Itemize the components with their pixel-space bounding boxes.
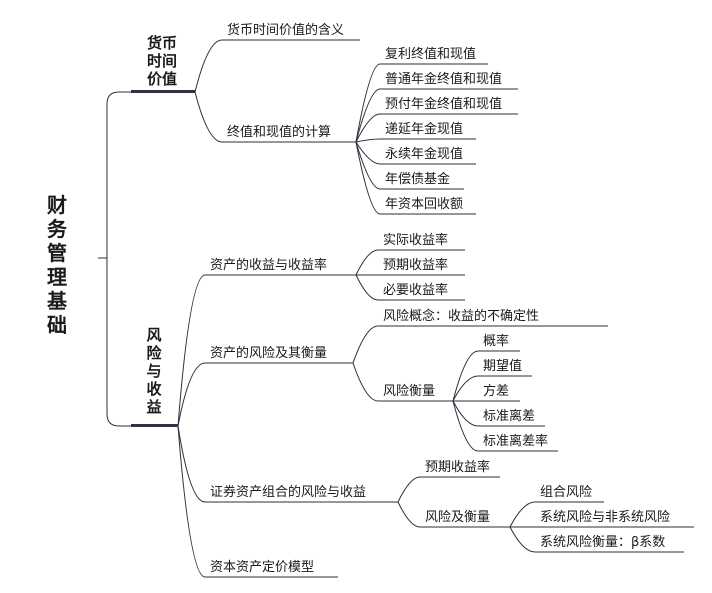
measure-item[interactable]: 概率 xyxy=(483,334,510,349)
branch-time-value[interactable]: 货币时间价值 xyxy=(143,34,181,88)
return-item[interactable]: 必要收益率 xyxy=(383,283,449,298)
branch1-topic1-line xyxy=(194,39,360,93)
measure-item[interactable]: 期望值 xyxy=(483,359,523,374)
measure-item[interactable]: 标准离差 xyxy=(483,409,536,424)
return-item-1-line xyxy=(355,249,465,276)
root-bracket-line xyxy=(106,91,131,427)
calc-item-1-line xyxy=(355,63,488,143)
portfolio-expected-line xyxy=(397,476,500,503)
branch2-topic3-line xyxy=(177,425,398,503)
calc-item[interactable]: 年资本回收额 xyxy=(385,197,464,212)
calc-item-4-line xyxy=(355,138,476,143)
branch1-underline xyxy=(131,90,195,93)
topic-asset-risk[interactable]: 资产的风险及其衡量 xyxy=(210,346,328,361)
measure-item[interactable]: 方差 xyxy=(483,384,510,399)
measure-item-4-line xyxy=(452,400,545,427)
calc-item[interactable]: 年偿债基金 xyxy=(385,172,451,187)
return-item-3-line xyxy=(355,274,465,301)
risk-concept-line xyxy=(352,325,608,364)
topic-fv-pv-calculation[interactable]: 终值和现值的计算 xyxy=(227,125,332,140)
portfolio-item-3-line xyxy=(509,526,684,553)
branch2-topic2-line xyxy=(177,362,353,427)
branch2-topic4-line xyxy=(177,425,338,578)
return-item[interactable]: 预期收益率 xyxy=(383,258,449,273)
calc-item[interactable]: 普通年金终值和现值 xyxy=(385,72,503,87)
branch2-topic1-line xyxy=(177,274,356,427)
topic-asset-returns[interactable]: 资产的收益与收益率 xyxy=(210,258,328,273)
calc-item[interactable]: 永续年金现值 xyxy=(385,147,464,162)
measure-item-2-line xyxy=(452,375,532,402)
measure-item-5-line xyxy=(452,400,558,452)
measure-item-1-line xyxy=(452,350,520,402)
topic-time-value-meaning[interactable]: 货币时间价值的含义 xyxy=(227,23,345,38)
branch-risk-return-label: 风险与收益 xyxy=(146,326,162,416)
topic-capm[interactable]: 资本资产定价模型 xyxy=(210,560,315,575)
branch-risk-return[interactable]: 风险与收益 xyxy=(144,326,164,416)
calc-item-7-line xyxy=(355,141,476,215)
measure-item[interactable]: 标准离差率 xyxy=(483,434,549,449)
return-item[interactable]: 实际收益率 xyxy=(383,233,449,248)
portfolio-expected-return[interactable]: 预期收益率 xyxy=(425,460,491,475)
portfolio-item[interactable]: 系统风险衡量：β系数 xyxy=(540,535,666,550)
calc-item-3-line xyxy=(355,113,518,143)
calc-item-5-line xyxy=(355,141,476,165)
root-topic-label: 财务管理基础 xyxy=(47,193,67,337)
portfolio-item[interactable]: 组合风险 xyxy=(540,485,593,500)
calc-item[interactable]: 复利终值和现值 xyxy=(385,47,477,62)
risk-measure-line xyxy=(352,362,453,402)
calc-item[interactable]: 预付年金终值和现值 xyxy=(385,97,503,112)
branch2-underline xyxy=(131,424,178,427)
calc-item[interactable]: 递延年金现值 xyxy=(385,122,464,137)
portfolio-measure-line xyxy=(397,501,510,528)
portfolio-risk-measure[interactable]: 风险及衡量 xyxy=(425,510,491,525)
branch-time-value-label: 货币时间价值 xyxy=(146,34,177,88)
calc-item-2-line xyxy=(355,88,518,143)
portfolio-item-1-line xyxy=(509,501,604,528)
branch1-topic2-line xyxy=(194,91,356,143)
calc-item-6-line xyxy=(355,141,464,190)
root-topic[interactable]: 财务管理基础 xyxy=(44,193,70,337)
risk-concept[interactable]: 风险概念：收益的不确定性 xyxy=(383,309,540,324)
topic-portfolio[interactable]: 证券资产组合的风险与收益 xyxy=(210,485,367,500)
portfolio-item[interactable]: 系统风险与非系统风险 xyxy=(540,510,671,525)
risk-measure[interactable]: 风险衡量 xyxy=(383,384,436,399)
